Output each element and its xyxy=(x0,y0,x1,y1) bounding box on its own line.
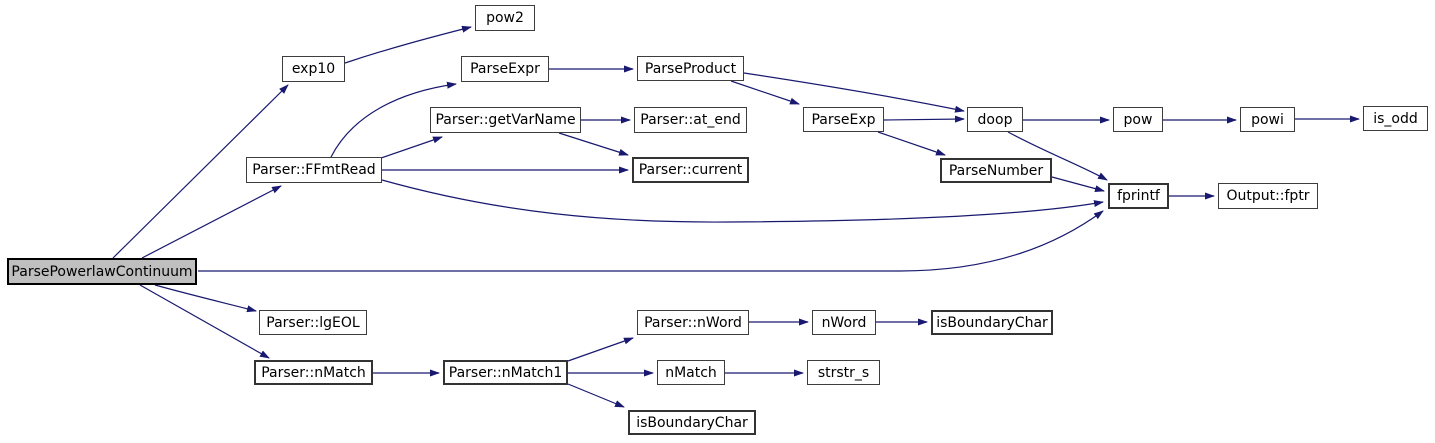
node-parseexpr[interactable]: ParseExpr xyxy=(461,56,549,82)
edge-parseexp-to-doop xyxy=(883,115,965,123)
node-is-odd[interactable]: is_odd xyxy=(1363,106,1428,131)
edge-parsepowerlawcontinuum-to-exp10 xyxy=(112,84,289,259)
edge-parsepowerlawcontinuum-to-parser-lgeol xyxy=(154,284,257,313)
edge-parser-getvarname-to-parser-current xyxy=(558,132,629,156)
node-parser-at-end[interactable]: Parser::at_end xyxy=(634,107,747,133)
node-strstr-s[interactable]: strstr_s xyxy=(807,360,880,385)
node-parser-nmatch1[interactable]: Parser::nMatch1 xyxy=(443,360,568,385)
node-pow[interactable]: pow xyxy=(1113,107,1163,132)
edge-parser-ffmtread-to-parseexpr xyxy=(330,81,457,158)
edge-parseproduct-to-parseexp xyxy=(730,80,800,105)
node-pow2[interactable]: pow2 xyxy=(475,5,535,31)
node-doop[interactable]: doop xyxy=(967,107,1023,132)
edge-parsepowerlawcontinuum-to-parser-nmatch xyxy=(139,284,270,359)
edge-parser-nmatch1-to-parser-nword xyxy=(567,337,634,362)
edge-parsepowerlawcontinuum-to-fprintf xyxy=(198,210,1104,272)
node-parseproduct[interactable]: ParseProduct xyxy=(637,56,744,81)
node-parser-nmatch[interactable]: Parser::nMatch xyxy=(254,360,373,385)
node-parsepowerlawcontinuum: ParsePowerlawContinuum xyxy=(7,258,197,285)
edge-parsenumber-to-fprintf xyxy=(1051,176,1105,193)
edge-parser-ffmtread-to-parser-getvarname xyxy=(380,136,443,159)
edge-doop-to-fprintf xyxy=(1007,131,1108,181)
node-exp10[interactable]: exp10 xyxy=(282,56,345,82)
node-fprintf[interactable]: fprintf xyxy=(1108,183,1169,209)
node-parser-current[interactable]: Parser::current xyxy=(632,157,749,183)
edge-parseexp-to-parsenumber xyxy=(877,131,946,156)
node-isboundarychar[interactable]: isBoundaryChar xyxy=(931,310,1053,335)
node-parsenumber[interactable]: ParseNumber xyxy=(940,158,1052,183)
node-nword[interactable]: nWord xyxy=(812,310,876,335)
node-isboundarychar-2[interactable]: isBoundaryChar xyxy=(628,410,756,435)
node-output-fptr[interactable]: Output::fptr xyxy=(1218,183,1318,209)
node-parser-ffmtread[interactable]: Parser::FFmtRead xyxy=(246,157,382,183)
node-nmatch[interactable]: nMatch xyxy=(657,360,725,385)
edge-parseproduct-to-doop xyxy=(743,72,965,113)
edge-parsepowerlawcontinuum-to-parser-ffmtread xyxy=(141,185,282,259)
edge-parser-nmatch1-to-isboundarychar-2 xyxy=(567,383,625,408)
node-powi[interactable]: powi xyxy=(1240,107,1295,132)
edge-parser-ffmtread-to-fprintf xyxy=(381,179,1104,223)
node-parseexp[interactable]: ParseExp xyxy=(803,107,884,132)
edge-exp10-to-pow2 xyxy=(344,25,472,64)
node-parser-lgeol[interactable]: Parser::lgEOL xyxy=(259,310,367,335)
node-parser-nword[interactable]: Parser::nWord xyxy=(637,310,749,335)
node-parser-getvarname[interactable]: Parser::getVarName xyxy=(430,107,581,133)
